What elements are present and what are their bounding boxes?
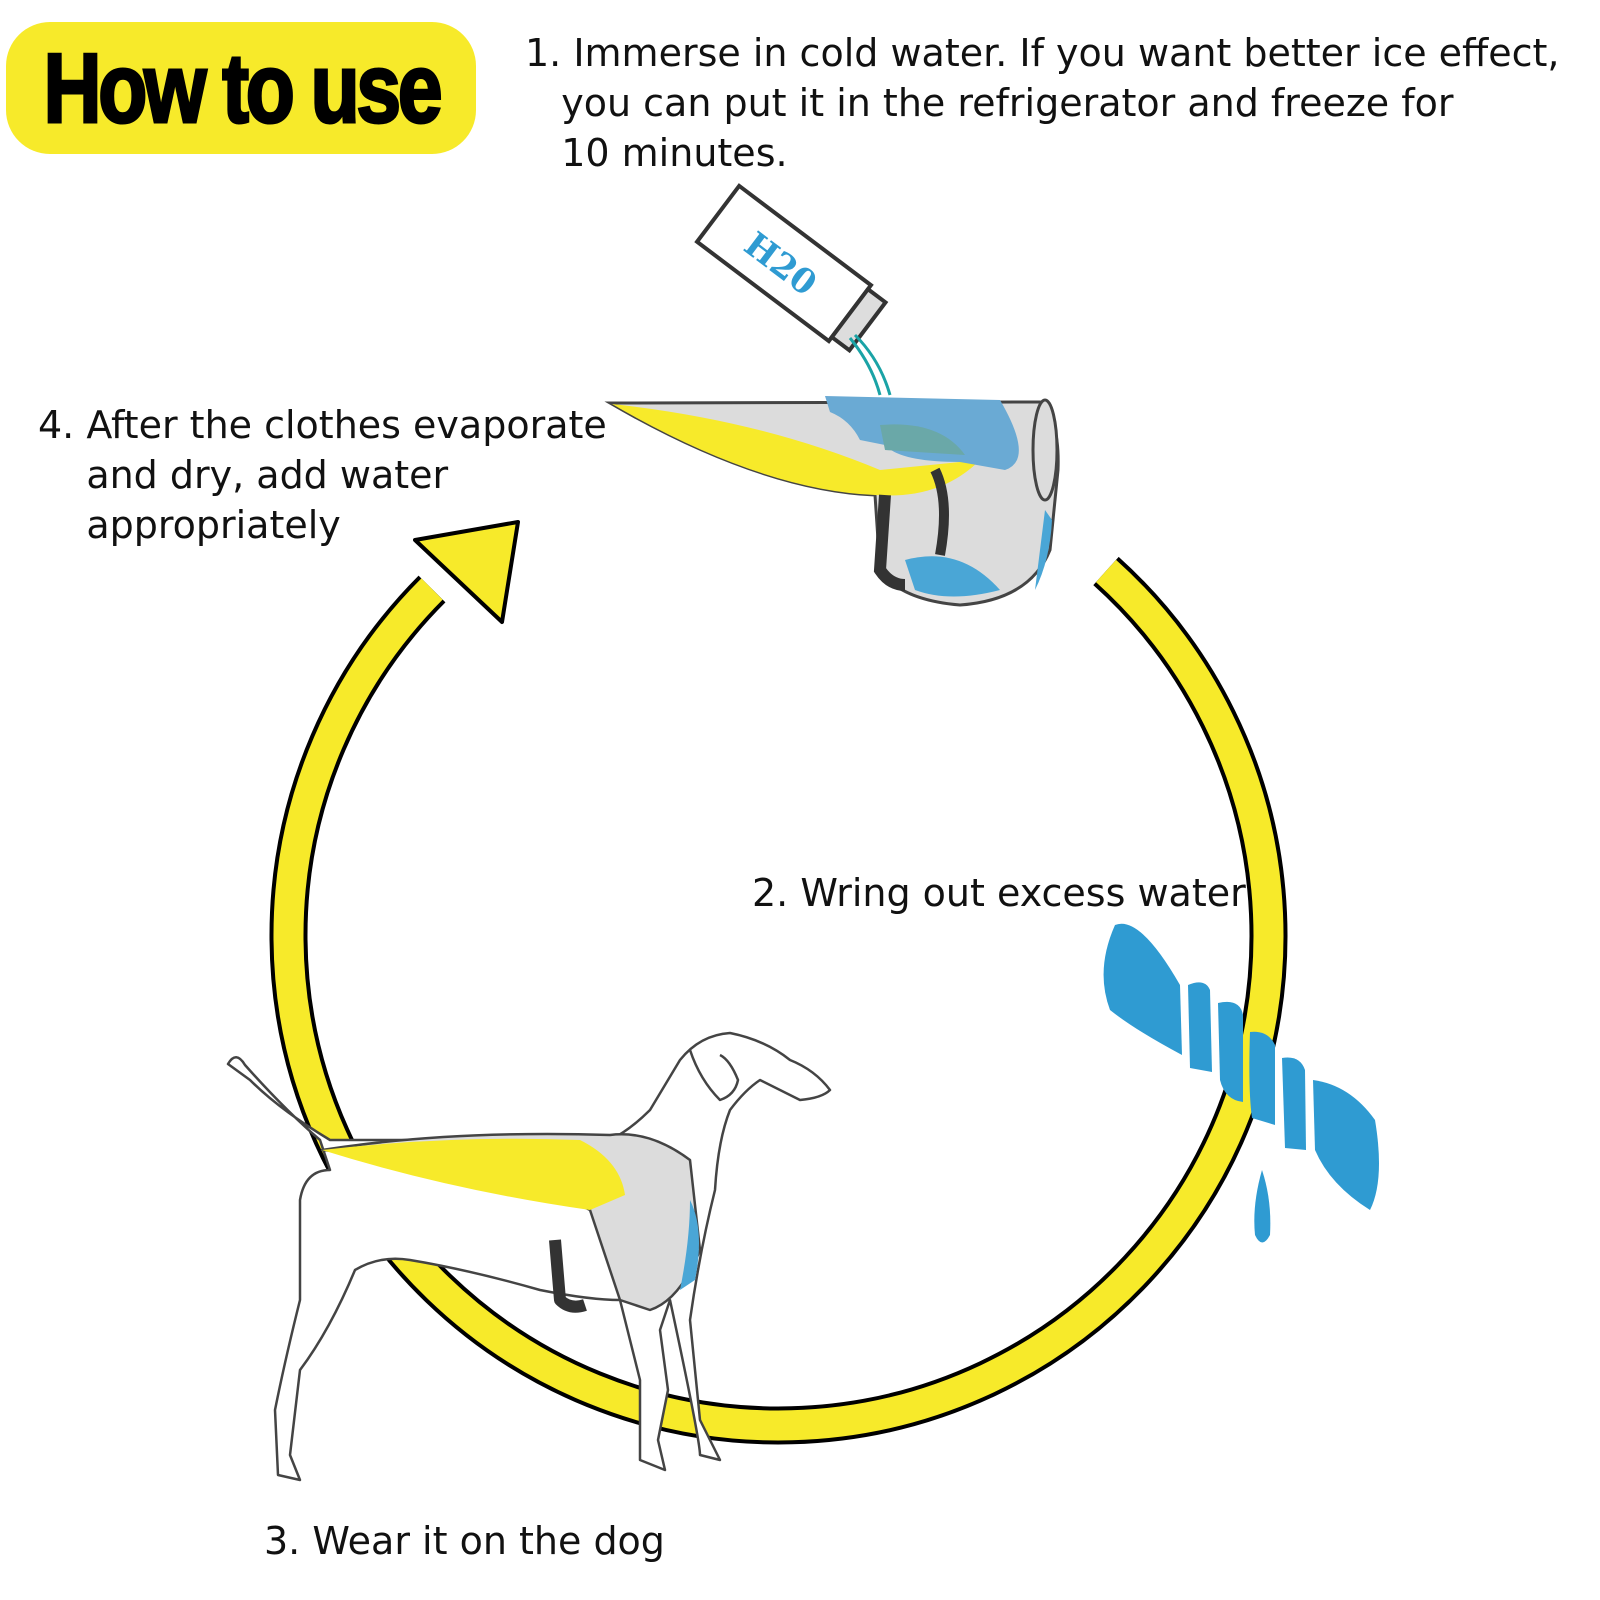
wringing-cloth-icon bbox=[1103, 923, 1379, 1243]
dog-icon bbox=[226, 1031, 832, 1482]
title-badge: How to use bbox=[6, 22, 476, 154]
cycle-arrow bbox=[269, 520, 1288, 1445]
step-4-text: 4. After the clothes evaporate and dry, … bbox=[38, 403, 607, 547]
step-3-text: 3. Wear it on the dog bbox=[264, 1519, 665, 1563]
title: How to use bbox=[42, 31, 444, 144]
step-1-text: 1. Immerse in cold water. If you want be… bbox=[525, 31, 1560, 175]
water-bottle-icon: H20 bbox=[694, 183, 889, 354]
water-drop-icon bbox=[1254, 1170, 1271, 1243]
arrowhead-icon bbox=[413, 520, 520, 624]
cooling-vest-icon bbox=[604, 396, 1060, 607]
step-2-text: 2. Wring out excess water bbox=[752, 871, 1246, 915]
